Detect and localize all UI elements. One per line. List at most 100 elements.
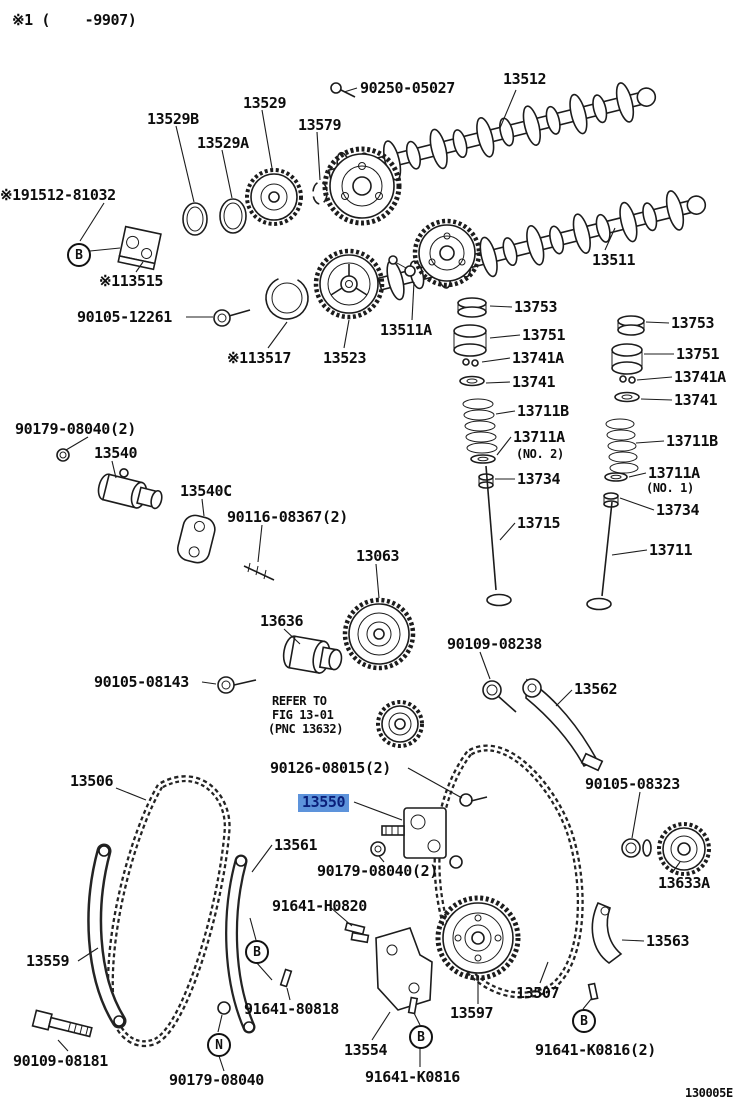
plug-90179-08040-mid-drawing — [370, 841, 386, 857]
timing-chain-13506-drawing — [106, 775, 231, 1048]
pin-91641-k0816-2-drawing — [587, 982, 599, 1001]
part-label-13579: 13579 — [298, 116, 342, 134]
chain-tensioner-13550-drawing — [381, 807, 447, 859]
part-label-13550-highlighted[interactable]: 13550 — [298, 793, 350, 813]
marker-b-3: B — [409, 1025, 433, 1049]
part-label-no2: (NO. 2) — [516, 447, 564, 461]
part-label-13633a: 13633A — [658, 874, 710, 892]
part-label-90109-08181: 90109-08181 — [13, 1052, 108, 1070]
bolt-90105-12261-drawing — [213, 309, 251, 327]
part-label-90179-08040-top: 90179-08040(2) — [15, 420, 136, 438]
part-label-13597: 13597 — [450, 1004, 494, 1022]
part-label-no1: (NO. 1) — [646, 481, 694, 495]
part-label-13529: 13529 — [243, 94, 287, 112]
marker-n-1: N — [207, 1033, 231, 1057]
valve-lifter-column-right-drawing — [603, 315, 645, 508]
part-label-13741a-right: 13741A — [674, 368, 726, 386]
valve-lifter-column-left-drawing — [453, 297, 498, 489]
bolt-90250-05027-drawing — [330, 82, 356, 98]
part-label-13751-right: 13751 — [676, 345, 720, 363]
part-label-91641-k0816: 91641-K0816 — [365, 1068, 460, 1086]
part-label-13711b-right: 13711B — [666, 432, 718, 450]
bolt-90105-08143-drawing — [217, 676, 257, 694]
part-label-13563: 13563 — [646, 932, 690, 950]
part-label-13734-right: 13734 — [656, 501, 700, 519]
part-label-90105-08143: 90105-08143 — [94, 673, 189, 691]
chain-guide-13563-drawing — [591, 901, 623, 964]
exhaust-cam-gear-drawing — [412, 218, 482, 288]
part-label-13063: 13063 — [356, 547, 400, 565]
header-note: ※1 ( -9907) — [12, 11, 137, 29]
part-label-90105-12261: 90105-12261 — [77, 308, 172, 326]
chain-guide-13561-drawing — [225, 854, 256, 1034]
gear-13529-drawing — [245, 168, 303, 226]
part-label-13523: 13523 — [323, 349, 367, 367]
part-label-13711a-left: 13711A — [513, 428, 565, 446]
crank-gear-13597-drawing — [435, 895, 521, 981]
part-label-113515: ※113515 — [99, 272, 163, 290]
part-label-90179-08040-bottom: 90179-08040 — [169, 1071, 264, 1089]
timing-chain-13507-drawing — [433, 744, 584, 999]
bolt-90126-08015-drawing — [449, 793, 488, 869]
seal-ring-113517-drawing — [265, 276, 309, 320]
part-label-13753-left: 13753 — [514, 298, 558, 316]
marker-b-2: B — [245, 940, 269, 964]
part-label-90116-08367: 90116-08367(2) — [227, 508, 348, 526]
part-label-90250-05027: 90250-05027 — [360, 79, 455, 97]
part-label-13562: 13562 — [574, 680, 618, 698]
part-label-90109-08238: 90109-08238 — [447, 635, 542, 653]
part-label-90126-08015: 90126-08015(2) — [270, 759, 391, 777]
part-label-113517: ※113517 — [227, 349, 291, 367]
part-label-13540: 13540 — [94, 444, 138, 462]
ring-13579-drawing — [312, 181, 328, 205]
ring-13529b-drawing — [182, 202, 208, 236]
stud-90116-08367-drawing — [243, 562, 275, 581]
part-label-13529b: 13529B — [147, 110, 199, 128]
part-label-13741-right: 13741 — [674, 391, 718, 409]
part-label-13711a-right: 13711A — [648, 464, 700, 482]
part-label-13751-left: 13751 — [522, 326, 566, 344]
ring-13529a-drawing — [219, 198, 247, 234]
bushing-13636-drawing — [282, 635, 343, 674]
part-label-13561: 13561 — [274, 836, 318, 854]
cam-gear-13523-drawing — [313, 248, 385, 320]
bolt-90179-08040-top-drawing — [56, 448, 70, 462]
part-label-13753-right: 13753 — [671, 314, 715, 332]
part-label-13529a: 13529A — [197, 134, 249, 152]
ocv-13540-drawing — [97, 468, 163, 510]
marker-b-4: B — [572, 1009, 596, 1033]
leader-lines — [57, 87, 681, 1072]
bolt-90109-08181-drawing — [31, 1009, 93, 1038]
marker-b-1: B — [67, 243, 91, 267]
bolt-90105-08323-drawing — [621, 838, 652, 858]
chain-guide-13559-drawing — [87, 843, 127, 1029]
part-label-90179-08040-mid: 90179-08040(2) — [317, 862, 438, 880]
part-label-90105-08323: 90105-08323 — [585, 775, 680, 793]
part-label-13734-left: 13734 — [517, 470, 561, 488]
part-label-13741a-left: 13741A — [512, 349, 564, 367]
gear-pnc13632-drawing — [376, 700, 424, 748]
vvt-gear-drawing — [322, 146, 402, 226]
gasket-13540c-drawing — [176, 514, 216, 564]
refer-note-line3: (PNC 13632) — [268, 722, 344, 736]
part-label-13711b-left: 13711B — [517, 402, 569, 420]
plug-90179-08040-bottom-drawing — [217, 1001, 231, 1015]
part-label-91641-80818: 91641-80818 — [244, 1000, 339, 1018]
part-label-13507: 13507 — [516, 984, 560, 1002]
pin-91641-80818-drawing — [279, 968, 293, 988]
fitting-13511a-drawing — [388, 255, 416, 277]
part-label-13540c: 13540C — [180, 482, 232, 500]
valve-13715-drawing — [485, 465, 512, 607]
part-label-13636: 13636 — [260, 612, 304, 630]
part-label-13511: 13511 — [592, 251, 636, 269]
part-label-13741-left: 13741 — [512, 373, 556, 391]
part-label-13506: 13506 — [70, 772, 114, 790]
pin-91641-h0820-drawing — [344, 921, 366, 936]
refer-note-line2: FIG 13-01 — [272, 708, 334, 722]
part-label-13554: 13554 — [344, 1041, 388, 1059]
gear-13063-drawing — [342, 597, 416, 671]
bracket-13554-drawing — [350, 927, 433, 1011]
valve-13711-drawing — [586, 501, 613, 611]
